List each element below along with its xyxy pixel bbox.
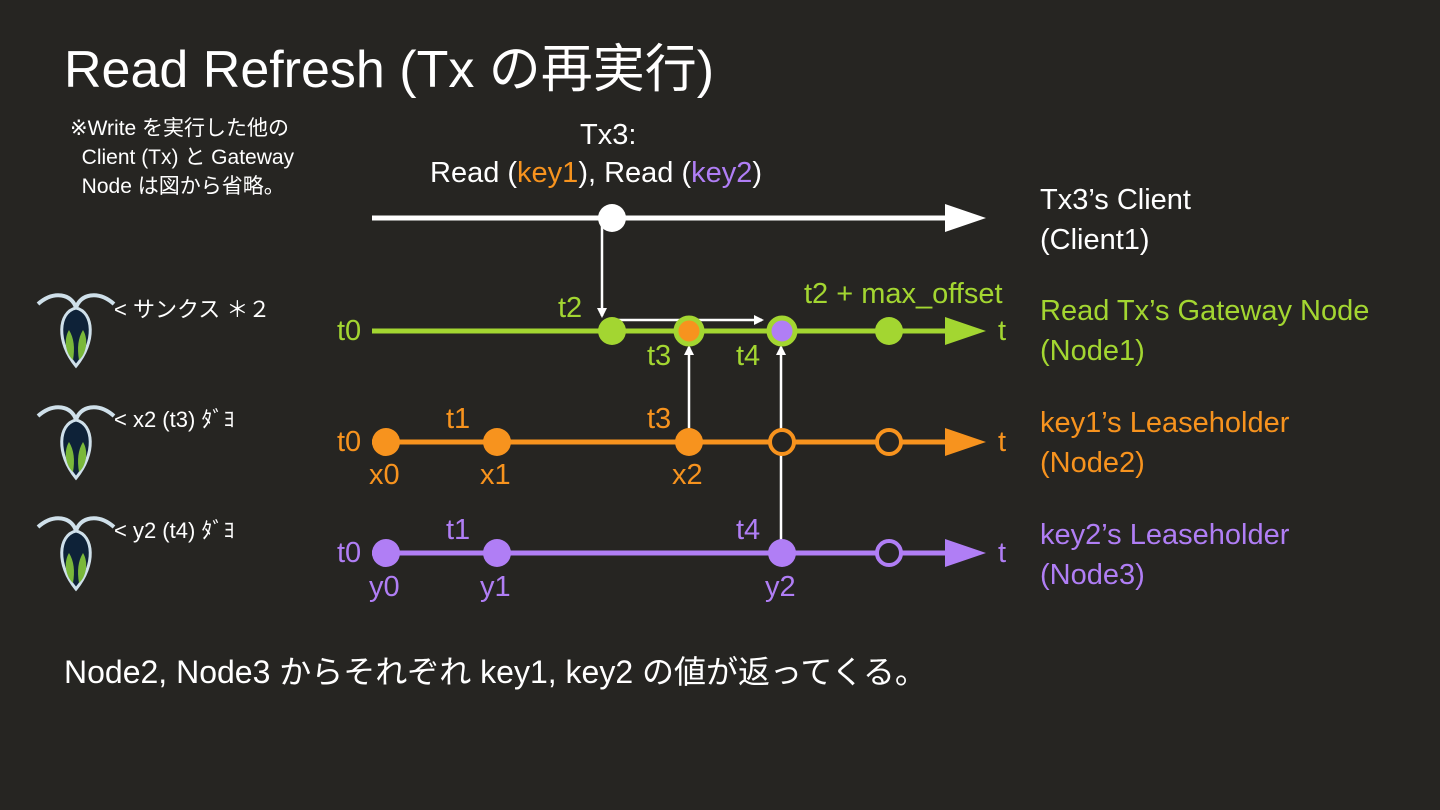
node2-x0-label: x0 xyxy=(369,459,400,491)
node1-lane-sub: (Node1) xyxy=(1040,335,1145,367)
node3-point-y2 xyxy=(768,539,796,567)
node2-lane-name: key1’s Leaseholder xyxy=(1040,407,1290,439)
mascot-icon xyxy=(36,293,116,369)
node2-lane-arrowhead xyxy=(945,428,986,456)
node3-y1-label: y1 xyxy=(480,571,511,603)
node1-t2-label: t2 xyxy=(558,292,583,324)
node1-lane-name: Read Tx’s Gateway Node xyxy=(1040,295,1370,327)
node2-lane-sub: (Node2) xyxy=(1040,447,1145,479)
node1-t3-label: t3 xyxy=(647,340,672,372)
footer-caption: Node2, Node3 からそれぞれ key1, key2 の値が返ってくる。 xyxy=(64,654,927,690)
mascot-speech-1: < サンクス ＊２ xyxy=(114,297,271,322)
read-end: ) xyxy=(752,157,763,189)
read-mid: ), Read ( xyxy=(578,157,692,189)
client-lane-sub: (Client1) xyxy=(1040,224,1150,256)
node1-t4-label: t4 xyxy=(736,340,761,372)
node2-point-x0 xyxy=(372,428,400,456)
node2-t1-label: t1 xyxy=(446,403,471,435)
node3-lane-arrowhead xyxy=(945,539,986,567)
node1-lane-arrowhead xyxy=(945,317,986,345)
mascot-icon xyxy=(36,405,116,481)
node3-end-label: t xyxy=(998,537,1007,569)
omission-note: ※Write を実行した他の Client (Tx) と Gateway Nod… xyxy=(70,117,295,198)
node3-start-label: t0 xyxy=(337,537,362,569)
node1-point-max-offset xyxy=(875,317,903,345)
key2-text: key2 xyxy=(691,157,753,189)
node2-point-empty-1 xyxy=(768,428,796,456)
node2-point-empty-2 xyxy=(875,428,903,456)
node3-y0-label: y0 xyxy=(369,571,400,603)
node1-point-t2 xyxy=(598,317,626,345)
node3-t1-label: t1 xyxy=(446,514,471,546)
slide-title: Read Refresh (Tx の再実行) xyxy=(64,41,715,99)
key1-text: key1 xyxy=(517,157,579,189)
node2-x2-label: x2 xyxy=(672,459,703,491)
mascot-speech-2: < x2 (t3) ﾀﾞﾖ xyxy=(114,407,235,432)
node3-point-empty xyxy=(875,539,903,567)
mascot-icon xyxy=(36,516,116,592)
node3-point-y0 xyxy=(372,539,400,567)
mascot-speech-3: < y2 (t4) ﾀﾞﾖ xyxy=(114,518,235,543)
client-lane-arrowhead xyxy=(945,204,986,232)
node1-point-t4 xyxy=(766,315,798,347)
node2-t3-label: t3 xyxy=(647,403,672,435)
node2-end-label: t xyxy=(998,426,1007,458)
node2-point-x1 xyxy=(483,428,511,456)
node3-y2-label: y2 xyxy=(765,571,796,603)
node1-end-label: t xyxy=(998,315,1007,347)
node2-start-label: t0 xyxy=(337,426,362,458)
node3-lane-sub: (Node3) xyxy=(1040,559,1145,591)
node1-point-t3 xyxy=(673,315,705,347)
node3-lane-name: key2’s Leaseholder xyxy=(1040,519,1290,551)
client-request-point xyxy=(598,204,626,232)
read-prefix: Read ( xyxy=(430,157,518,189)
node3-t4-label: t4 xyxy=(736,514,761,546)
client-lane-name: Tx3’s Client xyxy=(1040,184,1191,216)
node2-point-x2 xyxy=(675,428,703,456)
tx3-label: Tx3: xyxy=(580,119,637,151)
node3-point-y1 xyxy=(483,539,511,567)
node1-max-offset-label: t2 + max_offset xyxy=(804,278,1003,310)
node1-start-label: t0 xyxy=(337,315,362,347)
tx3-reads: Read (key1), Read (key2) xyxy=(430,155,762,191)
node2-x1-label: x1 xyxy=(480,459,511,491)
